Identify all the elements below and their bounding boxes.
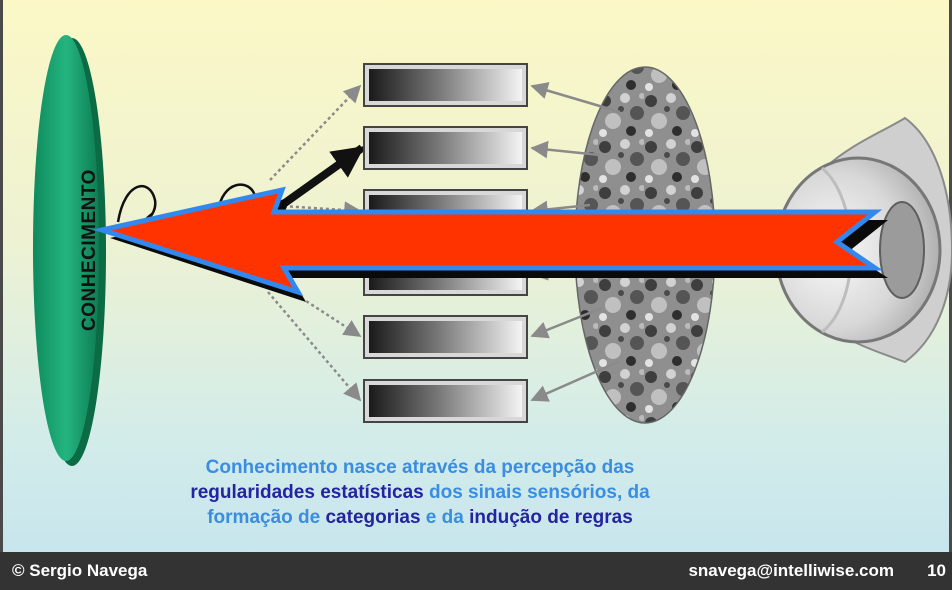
loop-left [116,184,157,223]
email-text: snavega@intelliwise.com [688,561,894,580]
slide-frame-left [0,0,3,552]
caption-part: e da [420,507,470,528]
caption-part: regularidades estatísticas [190,482,424,503]
category-bar [363,126,528,170]
caption-part: dos sinais sensórios, da [423,482,650,503]
page-number: 10 [927,561,946,580]
caption-part: formação de [207,507,326,528]
perception-diagram [33,35,952,466]
knowledge-lens [33,35,99,461]
knowledge-arrow [92,186,888,302]
knowledge-label: CONHECIMENTO [79,169,100,331]
rule-arrow [272,144,365,214]
eye-image [773,116,952,364]
category-bar [363,63,528,107]
category-bar [363,315,528,359]
caption-part: Conhecimento nasce através da percepção … [205,457,635,478]
footer-bar: © Sergio Navega snavega@intelliwise.com … [0,552,952,590]
caption-part: categorias [325,507,421,528]
caption: Conhecimento nasce através da percepção … [150,455,690,530]
category-bar [363,379,528,423]
copyright-text: © Sergio Navega [12,561,148,580]
caption-part: indução de regras [469,507,633,528]
